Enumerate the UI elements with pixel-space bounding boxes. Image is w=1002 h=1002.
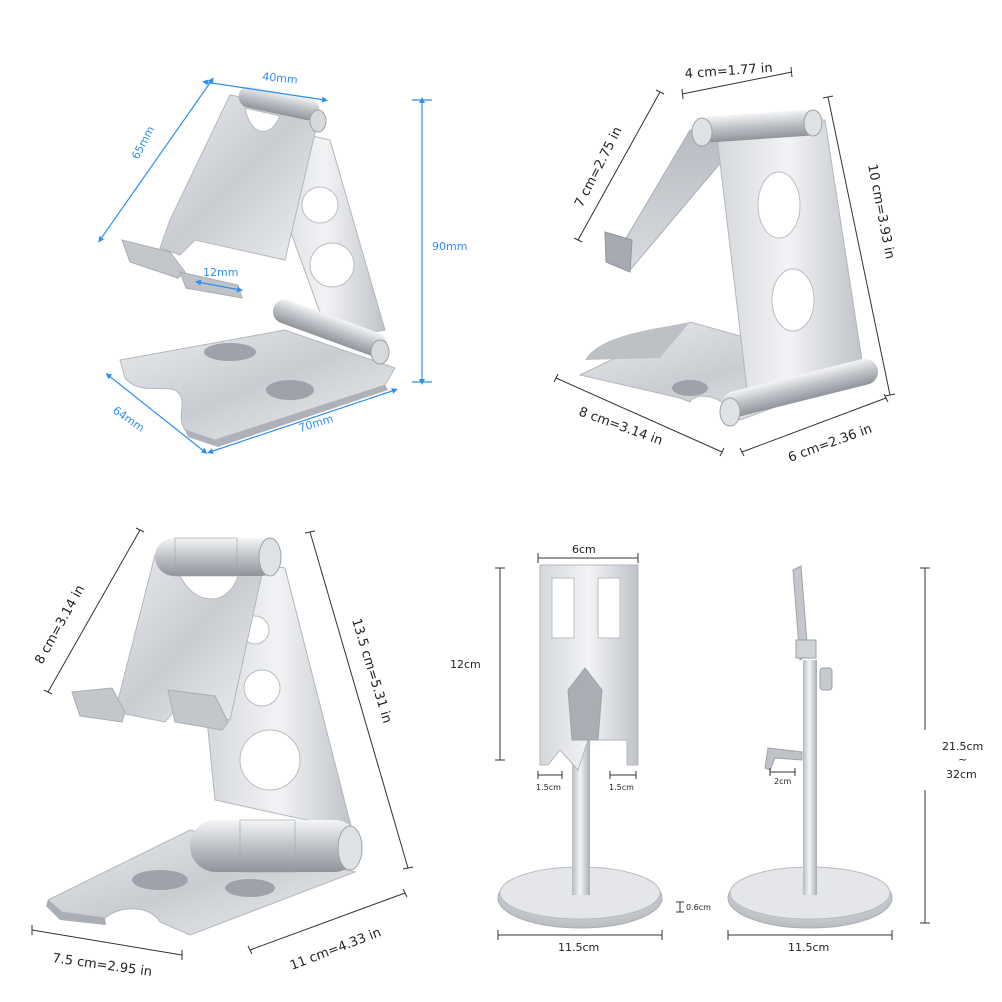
dim-height: 13.5 cm=5.31 in [348,617,394,725]
dim-base-side: 11.5cm [788,941,829,954]
dim-back-leg: 7 cm=2.75 in [572,125,625,210]
panel-bottom-left: 8 cm=3.14 in 13.5 cm=5.31 in 7.5 cm=2.95… [31,527,414,980]
dim-holder-height: 12cm [450,658,481,671]
dim-hook-right: 1.5cm [609,783,634,792]
dim-base-width: 6 cm=2.36 in [786,422,874,466]
dim-width-top: 40mm [262,70,299,87]
dimension-lines-top-right [553,66,896,457]
dim-base-front: 11.5cm [558,941,599,954]
dim-hook-left: 1.5cm [536,783,561,792]
stand-front-view [497,564,663,929]
dim-top-width: 4 cm=1.77 in [684,61,773,82]
dim-base-width: 11 cm=4.33 in [288,925,383,974]
dim-base-depth: 7.5 cm=2.95 in [51,951,153,980]
dim-height: 90mm [432,240,467,253]
dim-lip: 12mm [203,266,238,279]
stand-illustration-bottom-left [46,537,363,936]
dim-top-width: 6cm [572,543,596,556]
dim-depth-side: 65mm [129,124,157,161]
panel-top-right: 4 cm=1.77 in 7 cm=2.75 in 10 cm=3.93 in … [553,61,897,466]
dim-height: 10 cm=3.93 in [864,163,897,260]
dim-upper-leg: 8 cm=3.14 in [32,583,88,667]
dim-height-range-top: 21.5cm [942,740,983,753]
dim-hook-side: 2cm [774,777,791,786]
stand-illustration-top-left [119,85,396,447]
dim-height-range-sep: ~ [958,753,967,766]
dimension-lines-top-left [98,77,432,454]
dim-base-depth: 8 cm=3.14 in [577,405,665,449]
panel-bottom-right: 6cm 12cm 1.5cm 1.5cm 0.6cm 11.5cm 11.5cm… [450,543,983,954]
dim-base-depth: 64mm [110,404,146,435]
stand-side-view [727,565,893,929]
dim-base-thickness: 0.6cm [686,903,711,912]
stand-illustration-top-right [578,109,879,427]
dimension-lines-bottom-right [495,553,930,940]
dimension-lines-bottom-left [31,527,414,960]
panel-top-left: 40mm 65mm 90mm 12mm 64mm 70mm [98,70,467,454]
dim-height-range-bottom: 32cm [946,768,977,781]
